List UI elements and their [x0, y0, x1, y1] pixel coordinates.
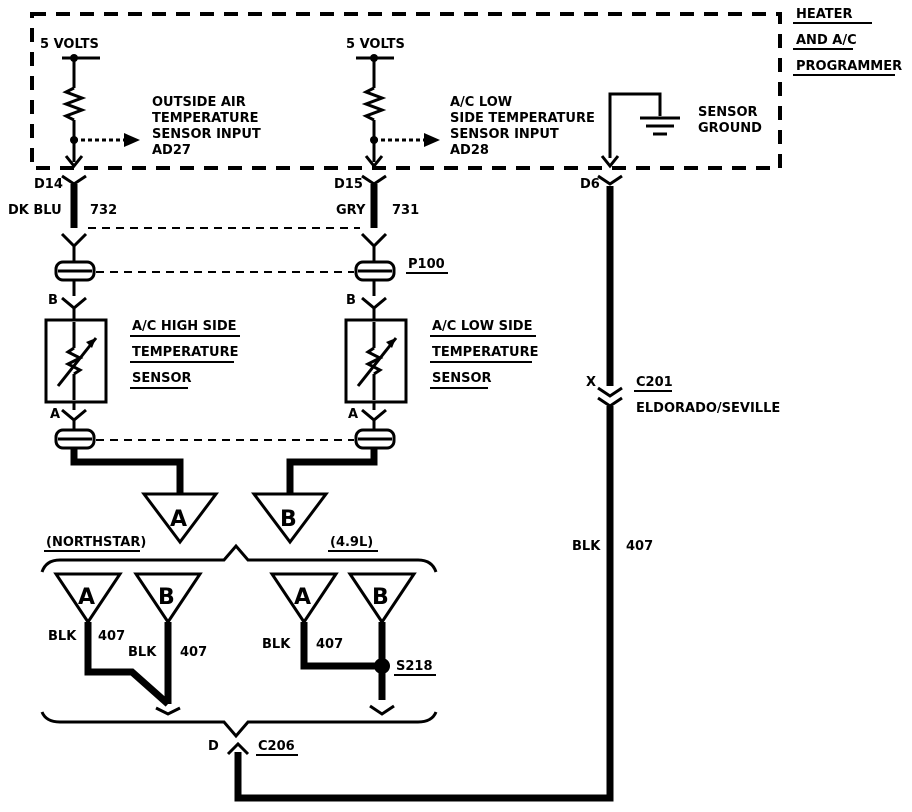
programmer-label-3: PROGRAMMER [796, 59, 902, 74]
v8-a-wire-circuit: 407 [316, 637, 343, 652]
ns-b-wire-circuit: 407 [180, 645, 207, 660]
northstar-connector-a [53, 572, 123, 625]
left-pin: D14 [34, 177, 63, 192]
programmer-box [30, 12, 782, 170]
low-sensor-label-3: SENSOR [432, 371, 492, 386]
c206-bracket [40, 711, 438, 739]
off-page-connector-a [141, 492, 219, 545]
engine-options-bracket [40, 543, 438, 573]
ground-wire-color: BLK [572, 539, 601, 554]
p100-label: P100 [408, 257, 445, 272]
ground-label-2: GROUND [698, 121, 762, 136]
high-sensor-label-2: TEMPERATURE [132, 345, 238, 360]
left-input-label-2: TEMPERATURE [152, 111, 258, 126]
programmer-label-1: HEATER [796, 7, 853, 22]
right-pullup-circuit: 5 VOLTS [346, 37, 440, 169]
left-pullup-circuit: 5 VOLTS [40, 37, 140, 169]
v8-label: (4.9L) [330, 535, 373, 550]
low-side-sensor-icon [344, 318, 408, 404]
ns-a-wire-circuit: 407 [98, 629, 125, 644]
s218-splice [374, 658, 390, 674]
left-wire-circuit: 732 [90, 203, 117, 218]
ground-pin: D6 [580, 177, 600, 192]
right-voltage: 5 VOLTS [346, 37, 405, 52]
c201-pin: X [586, 375, 596, 390]
left-input-label-3: SENSOR INPUT [152, 127, 261, 142]
left-input-label-1: OUTSIDE AIR [152, 95, 246, 110]
right-input-label-1: A/C LOW [450, 95, 512, 110]
triangle-b-label: B [280, 507, 297, 532]
low-sensor-pin-a: A [348, 407, 358, 422]
high-sensor-pin-a: A [50, 407, 60, 422]
v8-triangle-a-label: A [294, 585, 311, 610]
low-sensor-label-2: TEMPERATURE [432, 345, 538, 360]
p100-connector-right [354, 232, 396, 320]
p100-connector-left [54, 232, 96, 320]
ns-a-wire-color: BLK [48, 629, 77, 644]
v8-a-wire-color: BLK [262, 637, 291, 652]
high-sensor-label-1: A/C HIGH SIDE [132, 319, 237, 334]
ground-label-1: SENSOR [698, 105, 758, 120]
off-page-connector-b [251, 492, 329, 545]
high-sensor-pin-b: B [48, 293, 58, 308]
s218-label: S218 [396, 659, 433, 674]
northstar-label: (NORTHSTAR) [46, 535, 146, 550]
right-wire-color: GRY [336, 203, 366, 218]
low-sensor-pin-b: B [346, 293, 356, 308]
c206-label: C206 [258, 739, 295, 754]
p100-lower-right [354, 402, 396, 450]
ground-icon [600, 92, 680, 169]
c201-note: ELDORADO/SEVILLE [636, 401, 780, 416]
right-wire-circuit: 731 [392, 203, 419, 218]
p100-lower-left [54, 402, 96, 450]
c201-label: C201 [636, 375, 673, 390]
left-wire-color: DK BLU [8, 203, 62, 218]
programmer-label-2: AND A/C [796, 33, 857, 48]
right-input-label-3: SENSOR INPUT [450, 127, 559, 142]
v8-triangle-b-label: B [372, 585, 389, 610]
right-input-label-2: SIDE TEMPERATURE [450, 111, 595, 126]
c206-pin: D [208, 739, 219, 754]
ns-triangle-b-label: B [158, 585, 175, 610]
left-input-label-4: AD27 [152, 143, 191, 158]
v8-connector-a [269, 572, 339, 625]
right-input-label-4: AD28 [450, 143, 489, 158]
v8-connector-b [347, 572, 417, 625]
triangle-a-label: A [170, 507, 187, 532]
northstar-connector-b [133, 572, 203, 625]
ns-b-wire-color: BLK [128, 645, 157, 660]
right-pin: D15 [334, 177, 363, 192]
low-sensor-label-1: A/C LOW SIDE [432, 319, 532, 334]
high-side-sensor-icon [44, 318, 108, 404]
high-sensor-label-3: SENSOR [132, 371, 192, 386]
ns-triangle-a-label: A [78, 585, 95, 610]
ground-wire-circuit: 407 [626, 539, 653, 554]
left-voltage: 5 VOLTS [40, 37, 99, 52]
